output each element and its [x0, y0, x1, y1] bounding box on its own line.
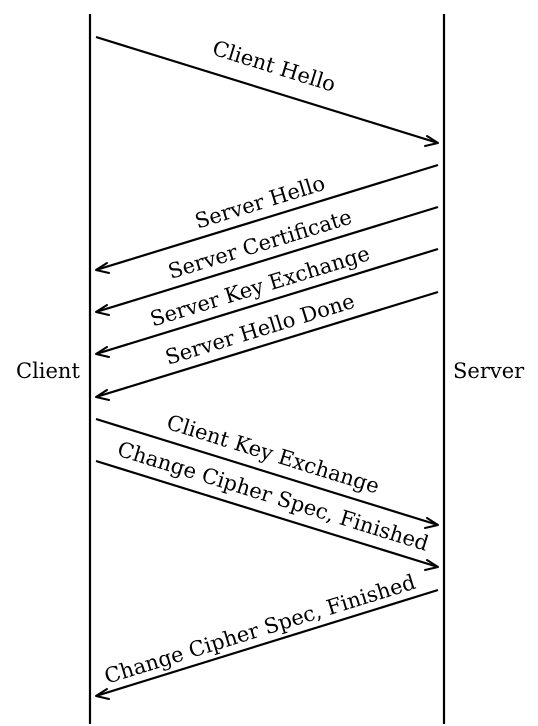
message-server-change-cipher-spec: Change Cipher Spec, Finished [95, 570, 439, 700]
message-client-hello: Client Hello [95, 35, 439, 147]
arrowhead [95, 346, 110, 358]
message-arrow [95, 35, 439, 145]
arrowhead [95, 389, 110, 401]
message-arrow [95, 588, 439, 698]
client-label: Client [16, 359, 80, 383]
message-server-certificate: Server Certificate [95, 205, 439, 316]
message-label: Change Cipher Spec, Finished [102, 570, 419, 689]
message-arrow [95, 247, 439, 356]
message-arrow [95, 459, 439, 569]
message-server-hello: Server Hello [95, 163, 439, 274]
message-arrow [95, 290, 439, 399]
arrowhead [424, 559, 439, 571]
message-server-hello-done: Server Hello Done [95, 289, 439, 401]
arrowhead [95, 304, 110, 316]
arrowhead [95, 262, 110, 274]
server-label: Server [453, 359, 525, 383]
message-arrow [95, 163, 439, 272]
arrowhead [424, 135, 439, 147]
message-label: Client Hello [210, 36, 339, 97]
message-arrow [95, 205, 439, 314]
arrowhead [424, 517, 439, 529]
arrowhead [95, 688, 110, 700]
message-arrow [95, 417, 439, 527]
